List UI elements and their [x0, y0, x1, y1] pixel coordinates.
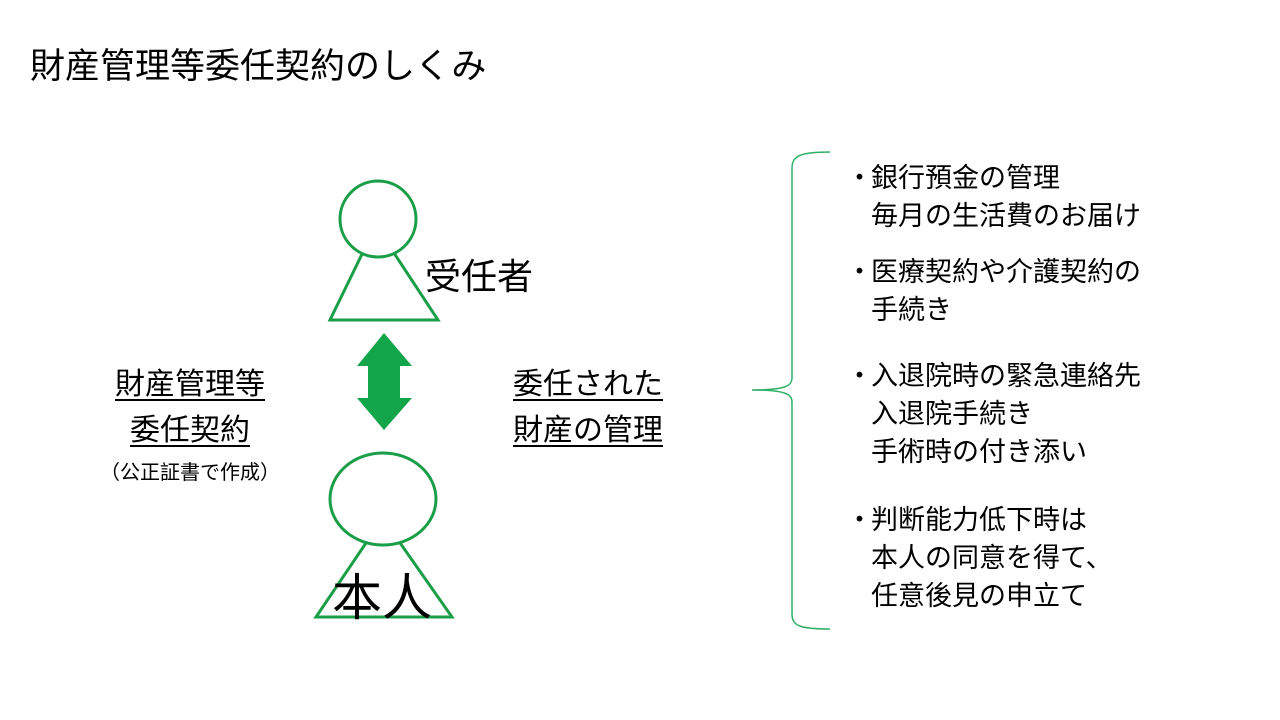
bullet: ・	[846, 361, 873, 392]
duty-line: 医療契約や介護契約の	[871, 257, 1141, 288]
duty-line: 銀行預金の管理	[871, 163, 1060, 194]
duty-line: 毎月の生活費のお届け	[871, 201, 1141, 232]
trustee-body	[327, 248, 441, 322]
managed-label-line: 委任された	[513, 367, 663, 402]
duty-line: 手術時の付き添い	[871, 437, 1087, 468]
brace	[751, 151, 831, 630]
contract-label-line: 委任契約	[130, 413, 250, 448]
duty-line: 判断能力低下時は	[871, 505, 1087, 536]
page-title: 財産管理等委任契約のしくみ	[30, 47, 487, 87]
duty-line: 入退院手続き	[871, 399, 1033, 430]
contract-label: 財産管理等 委任契約	[60, 362, 320, 454]
duty-item: ・ 入退院時の緊急連絡先 入退院手続き 手術時の付き添い	[846, 358, 1141, 472]
managed-label: 委任された 財産の管理	[513, 362, 663, 454]
managed-label-line: 財産の管理	[513, 413, 663, 448]
duty-line: 入退院時の緊急連絡先	[871, 361, 1141, 392]
double-arrow-icon	[357, 333, 412, 430]
bullet: ・	[846, 163, 873, 194]
trustee-figure	[327, 179, 441, 322]
duty-item: ・ 銀行預金の管理 毎月の生活費のお届け	[846, 160, 1141, 236]
duty-line: 本人の同意を得て、	[871, 543, 1113, 574]
duty-line: 手続き	[871, 295, 952, 326]
duty-item: ・ 医療契約や介護契約の 手続き	[846, 254, 1141, 330]
trustee-head	[338, 179, 418, 259]
duty-line: 任意後見の申立て	[871, 581, 1087, 612]
principal-figure	[313, 451, 455, 619]
bullet: ・	[846, 257, 873, 288]
trustee-label: 受任者	[425, 257, 534, 298]
duty-item: ・ 判断能力低下時は 本人の同意を得て、 任意後見の申立て	[846, 502, 1113, 616]
bullet: ・	[846, 505, 873, 536]
principal-label: 本人	[332, 569, 432, 627]
principal-head	[328, 451, 438, 547]
contract-note: （公正証書で作成）	[100, 460, 280, 484]
contract-label-line: 財産管理等	[115, 367, 265, 402]
